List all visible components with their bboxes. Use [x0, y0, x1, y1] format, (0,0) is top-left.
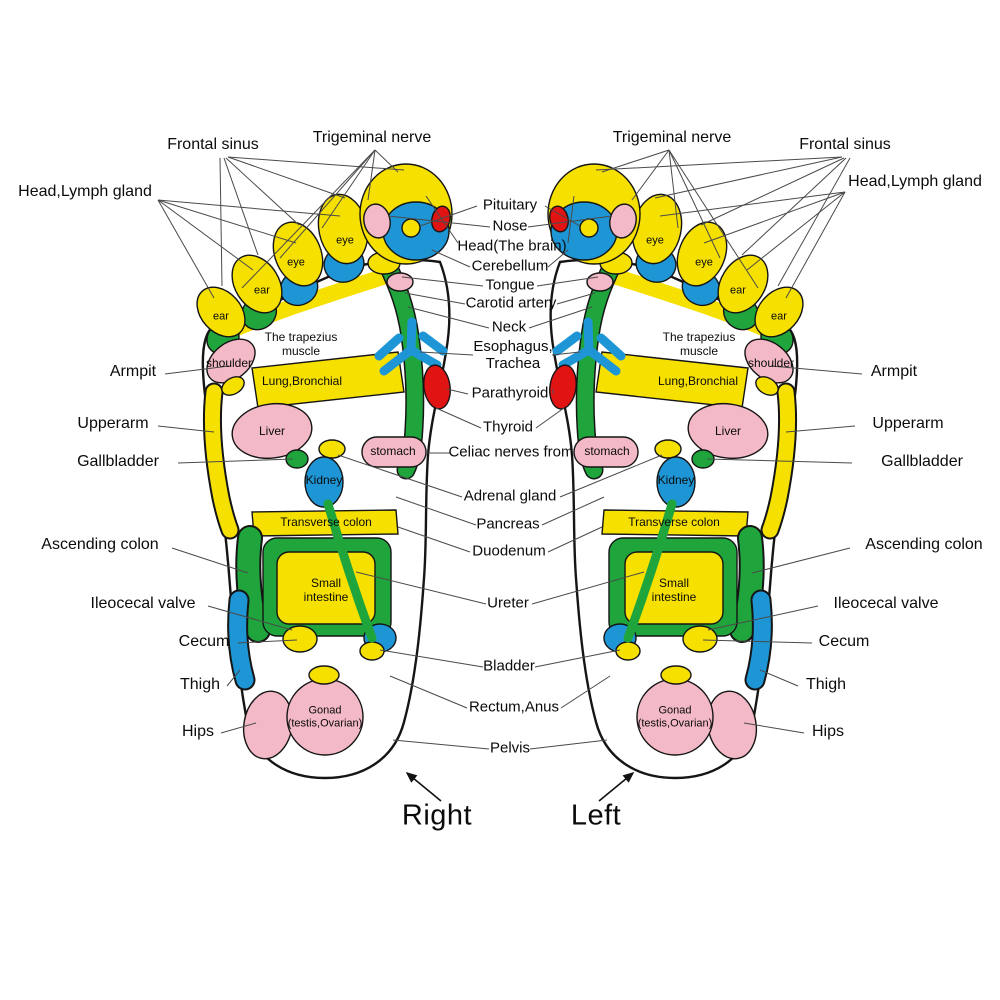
label-eye-l2: eye [695, 256, 713, 269]
label-stomach-r: stomach [370, 444, 416, 459]
label-cecum-left: Cecum [178, 632, 230, 650]
label-liver-l: Liver [714, 424, 742, 439]
label-adrenal-gland: Adrenal gland [463, 487, 557, 505]
label-shoulder-r: shoulder [205, 356, 253, 371]
label-hips-left: Hips [181, 722, 215, 740]
label-tongue: Tongue [485, 276, 535, 294]
label-trigeminal-nerve-left: Trigeminal nerve [312, 128, 432, 146]
label-pituitary: Pituitary [482, 196, 538, 214]
label-thigh-right: Thigh [805, 675, 847, 693]
label-esophagus-line1: Esophagus, [473, 337, 553, 355]
label-stomach-l: stomach [584, 444, 630, 459]
label-small-intestine-r: Small intestine [303, 576, 349, 605]
label-gonad-r-line2: (testis,Ovarian) [287, 717, 363, 729]
label-eye-l1: eye [646, 234, 664, 247]
label-ureter: Ureter [487, 594, 529, 612]
label-hips-right: Hips [811, 722, 845, 740]
label-eye-r1: eye [336, 234, 354, 247]
label-carotid-artery: Carotid artery [465, 294, 557, 312]
label-lung-l: Lung,Bronchial [657, 374, 739, 389]
label-thigh-left: Thigh [179, 675, 221, 693]
label-nose: Nose [492, 217, 528, 235]
label-gonad-l-line2: (testis,Ovarian) [637, 717, 713, 729]
label-frontal-sinus-left: Frontal sinus [167, 135, 259, 153]
label-small-intestine-l-line2: intestine [651, 590, 697, 604]
label-gallbladder-right: Gallbladder [881, 452, 963, 470]
label-upperarm-right: Upperarm [872, 414, 944, 432]
label-ileocecal-valve-right: Ileocecal valve [833, 594, 939, 612]
label-trapezius-l-line2: muscle [679, 344, 719, 358]
label-cecum-right: Cecum [818, 632, 870, 650]
label-duodenum: Duodenum [472, 542, 546, 560]
label-ileocecal-valve-left: Ileocecal valve [90, 594, 196, 612]
label-transverse-colon-r: Transverse colon [280, 515, 372, 530]
left-foot-shape [547, 164, 813, 778]
label-ear-l1: ear [730, 284, 746, 297]
label-kidney-r: Kidney [305, 473, 343, 488]
label-trapezius-r-line1: The trapezius [264, 330, 338, 345]
label-armpit-left: Armpit [109, 362, 157, 380]
label-pancreas: Pancreas [476, 515, 540, 533]
label-small-intestine-r-line2: intestine [303, 590, 349, 604]
label-upperarm-left: Upperarm [77, 414, 149, 432]
label-frontal-sinus-right: Frontal sinus [799, 135, 891, 153]
label-parathyroid: Parathyroid [471, 384, 549, 402]
label-ascending-colon-left: Ascending colon [41, 535, 159, 553]
leader-lines [157, 149, 863, 802]
label-shoulder-l: shoulder [747, 356, 795, 371]
label-small-intestine-l-line1: Small [658, 576, 690, 591]
label-gonad-r-line1: Gonad [308, 704, 342, 717]
label-armpit-right: Armpit [870, 362, 918, 380]
label-liver-r: Liver [258, 424, 286, 439]
caption-left-foot: Left [570, 799, 622, 832]
label-cerebellum: Cerebellum [471, 257, 549, 275]
label-ascending-colon-right: Ascending colon [865, 535, 983, 553]
label-head-lymph-right: Head,Lymph gland [848, 172, 982, 190]
label-ear-r2: ear [213, 310, 229, 323]
label-neck: Neck [491, 318, 527, 336]
label-gonad-l: Gonad (testis,Ovarian) [638, 704, 713, 729]
label-trapezius-l-line1: The trapezius [662, 330, 736, 345]
label-ear-l2: ear [771, 310, 787, 323]
label-head-lymph-left: Head,Lymph gland [18, 182, 152, 200]
label-trapezius-r: The trapezius muscle [264, 330, 338, 359]
label-bladder: Bladder [483, 657, 535, 675]
label-esophagus-trachea: Esophagus, Trachea [473, 338, 552, 373]
label-trapezius-l: The trapezius muscle [662, 330, 736, 359]
label-pelvis: Pelvis [489, 739, 531, 757]
label-eye-r2: eye [287, 256, 305, 269]
label-small-intestine-l: Small intestine [651, 576, 697, 605]
caption-right-foot: Right [401, 799, 473, 832]
label-rectum-anus: Rectum,Anus [468, 698, 560, 716]
label-transverse-colon-l: Transverse colon [628, 515, 720, 530]
label-trigeminal-nerve-right: Trigeminal nerve [612, 128, 732, 146]
label-ear-r1: ear [254, 284, 270, 297]
label-small-intestine-r-line1: Small [310, 576, 342, 591]
label-gonad-l-line1: Gonad [658, 704, 692, 717]
label-esophagus-line2: Trachea [485, 355, 541, 372]
label-lung-r: Lung,Bronchial [261, 374, 343, 389]
label-celiac-nerves: Celiac nerves from [448, 443, 574, 461]
label-head-brain: Head(The brain) [457, 237, 567, 255]
label-kidney-l: Kidney [657, 473, 695, 488]
label-trapezius-r-line2: muscle [281, 344, 321, 358]
label-gallbladder-left: Gallbladder [77, 452, 159, 470]
label-gonad-r: Gonad (testis,Ovarian) [288, 704, 363, 729]
label-thyroid: Thyroid [482, 418, 534, 436]
